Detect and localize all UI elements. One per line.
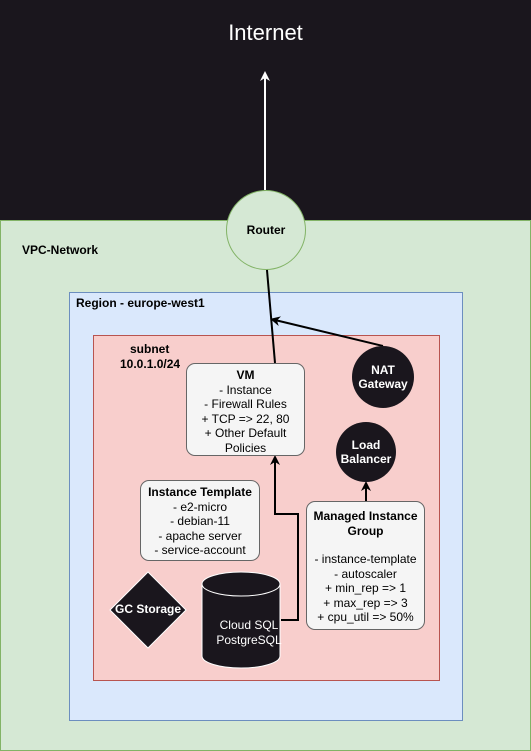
vm-detail-line: + Other Default xyxy=(204,426,287,440)
vm-detail-line: + TCP => 22, 80 xyxy=(201,411,290,426)
mig-detail-line: + max_rep => 3 xyxy=(323,595,408,610)
mig-detail-line: - instance-template xyxy=(314,552,417,566)
nat-gateway-label-line: NAT xyxy=(371,363,395,377)
instance-template-line: - debian-11 xyxy=(170,514,230,528)
region-label: Region - europe-west1 xyxy=(76,296,205,310)
vm-title: VM xyxy=(236,368,255,382)
subnet-cidr: 10.0.1.0/24 xyxy=(120,357,181,371)
vm-detail-line: - Firewall Rules xyxy=(204,397,287,411)
router-label: Router xyxy=(246,223,286,237)
gc-storage-label: GC Storage xyxy=(114,602,181,616)
managed-instance-group-node: Managed Instance Group - instance-templa… xyxy=(306,501,425,630)
mig-detail-line: + cpu_util => 50% xyxy=(317,610,414,624)
sql-to-vm-arrow xyxy=(270,455,299,621)
mig-detail-line: - autoscaler xyxy=(334,566,397,581)
nat-to-vm-link-arrow xyxy=(270,316,384,347)
load-balancer-node: Load Balancer xyxy=(336,422,396,482)
cloud-sql-cylinder xyxy=(201,571,281,669)
vm-detail-line: - Instance xyxy=(219,382,272,397)
instance-template-line: - service-account xyxy=(154,543,246,557)
load-balancer-label-line: Load xyxy=(351,438,381,452)
instance-template-node: Instance Template - e2-micro - debian-11… xyxy=(140,480,260,561)
vm-node: VM - Instance - Firewall Rules + TCP => … xyxy=(186,363,305,456)
instance-template-title: Instance Template xyxy=(148,485,252,499)
cloud-sql-label-line: Cloud SQL xyxy=(219,618,279,632)
mig-detail-line: + min_rep => 1 xyxy=(324,581,407,595)
nat-gateway-label-line: Gateway xyxy=(358,377,408,391)
mig-title-line: Group xyxy=(347,523,384,538)
gc-storage-diamond xyxy=(109,571,187,649)
subnet-name: subnet xyxy=(130,342,170,356)
nat-gateway-node: NAT Gateway xyxy=(352,346,414,408)
instance-template-line: - e2-micro xyxy=(172,499,227,514)
load-balancer-label-line: Balancer xyxy=(340,452,392,466)
cloud-sql-label-line: PostgreSQL xyxy=(216,633,282,647)
vpc-network-label: VPC-Network xyxy=(22,243,99,257)
mig-title-line: Managed Instance xyxy=(313,509,418,523)
instance-template-line: - apache server xyxy=(158,528,242,543)
router-node: Router xyxy=(226,190,306,270)
internet-title: Internet xyxy=(228,20,303,45)
cloud-sql-label: Cloud SQL PostgreSQL xyxy=(202,618,296,648)
vm-detail-line: Policies xyxy=(224,440,267,455)
